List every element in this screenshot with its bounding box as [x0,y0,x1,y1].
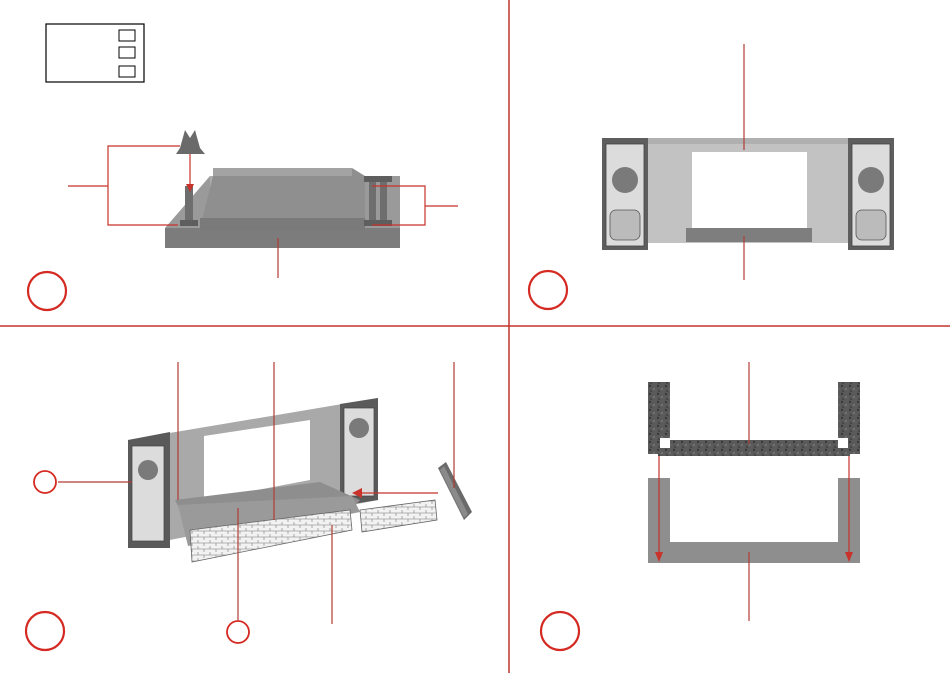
callout-lines-panel-4 [659,456,849,555]
facade-front [602,138,894,250]
step-circle-3 [26,612,64,650]
checkbox-3 [119,66,135,77]
checkbox-1 [119,30,135,41]
emblem-right-icon [858,167,884,193]
callout-circle-left [34,471,56,493]
checkbox-2 [119,47,135,58]
callout-circle-bottom [227,621,249,643]
emblem-left-icon [612,167,638,193]
checkbox-legend [46,24,144,82]
panel-step-1 [28,24,458,310]
panel-step-3 [26,362,472,650]
panel-step-4 [541,362,860,650]
frame-bottom [648,478,860,563]
step-circle-2 [529,271,567,309]
brick-front-wall [178,496,437,562]
panel-step-2 [529,44,894,309]
platform-block [200,168,365,230]
step-circle-1 [28,272,66,310]
stone-frame-top [648,382,860,456]
post-top-piece [176,130,205,154]
window-opening [692,152,807,232]
wall-panel-small [438,462,472,520]
step-circle-4 [541,612,579,650]
